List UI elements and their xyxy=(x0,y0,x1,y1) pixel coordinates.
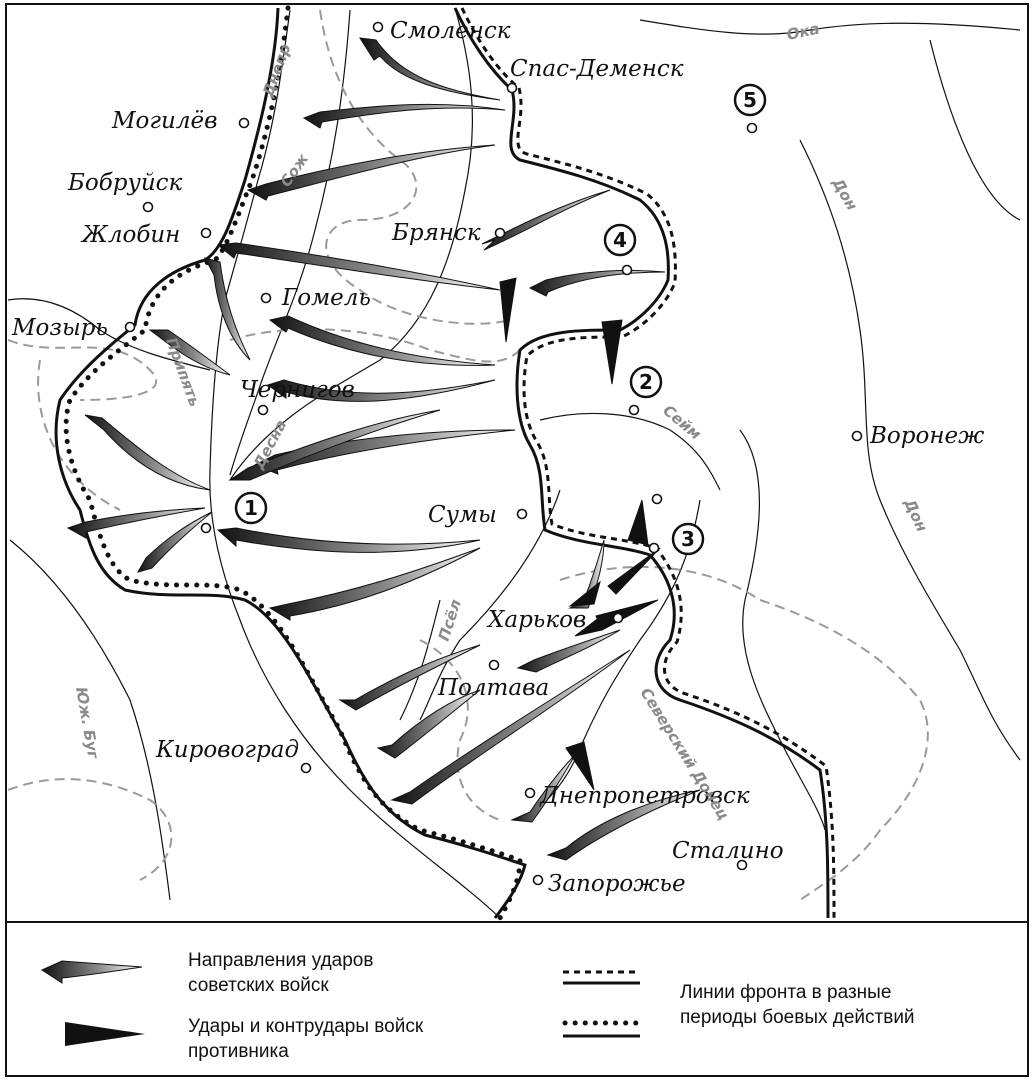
city-label-voronezh: Воронеж xyxy=(869,423,984,449)
city-label-mogilev: Могилёв xyxy=(111,108,217,134)
marker-5: 5 xyxy=(743,88,757,112)
city-label-smolensk: Смоленск xyxy=(390,18,511,44)
front-line-dashed xyxy=(453,7,830,919)
legend: Направления ударов советских войск Удары… xyxy=(40,950,915,1062)
legend-front-line-dotted-icon xyxy=(562,1020,643,1038)
city-label-zaporozhye: Запорожье xyxy=(548,871,686,897)
front-line-solid xyxy=(54,7,527,919)
city-label-kharkov: Харьков xyxy=(486,607,586,633)
legend-soviet-arrow-icon xyxy=(40,960,143,984)
legend-front-line-dashed-icon xyxy=(563,970,640,985)
legend-soviet-strikes-line2: советских войск xyxy=(188,975,329,996)
marker-1: 1 xyxy=(244,496,258,520)
rivers xyxy=(7,7,1021,919)
city-label-bobruisk: Бобруйск xyxy=(67,170,183,196)
city-label-gomel: Гомель xyxy=(281,285,371,311)
legend-soviet-strikes-line1: Направления ударов xyxy=(188,950,373,971)
city-label-dnepropetrovsk: Днепропетровск xyxy=(539,783,750,809)
front-line-dotted xyxy=(63,5,523,921)
legend-front-lines-line1: Линии фронта в разные xyxy=(680,982,891,1003)
numbered-markers: 1 2 3 4 5 xyxy=(234,83,767,556)
soviet-strike-arrows xyxy=(66,37,701,861)
marker-2: 2 xyxy=(639,370,653,394)
legend-enemy-strikes-line1: Удары и контрудары войск xyxy=(188,1016,424,1037)
marker-4: 4 xyxy=(613,228,627,252)
city-label-stalino: Сталино xyxy=(672,838,784,864)
city-label-bryansk: Брянск xyxy=(391,220,481,246)
legend-front-lines-line2: периоды боевых действий xyxy=(680,1007,915,1028)
city-label-poltava: Полтава xyxy=(437,675,549,701)
city-label-mozyr: Мозырь xyxy=(11,315,108,341)
marker-3: 3 xyxy=(681,527,695,551)
city-label-spas-demensk: Спас-Деменск xyxy=(510,56,684,82)
city-label-sumy: Сумы xyxy=(428,502,497,528)
city-labels: Смоленск Спас-Деменск Могилёв Бобруйск Ж… xyxy=(11,18,984,897)
city-label-chernigov: Чернигов xyxy=(240,377,355,403)
legend-enemy-arrow-icon xyxy=(65,1022,145,1046)
enemy-strike-arrows xyxy=(499,277,661,791)
city-label-zhlobin: Жлобин xyxy=(80,222,180,248)
city-dots xyxy=(124,21,863,886)
city-label-kirovograd: Кировоград xyxy=(155,737,299,763)
legend-enemy-strikes-line2: противника xyxy=(188,1041,289,1062)
